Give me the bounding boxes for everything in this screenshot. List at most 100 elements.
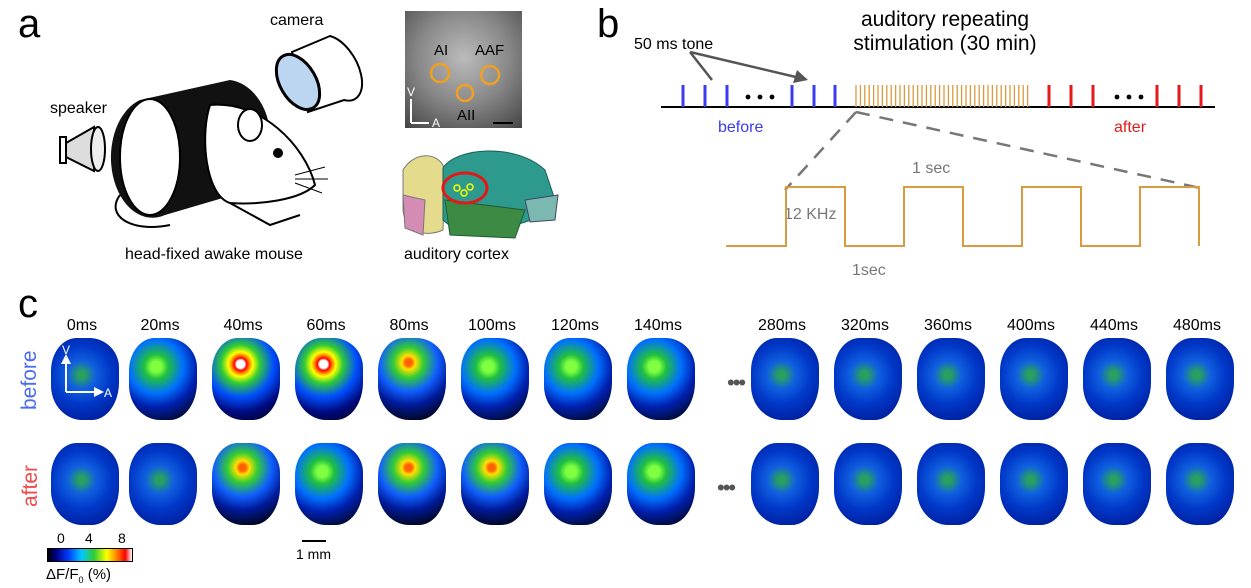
tone-pointer-arrow [689,51,713,81]
on-duration-label: 1 sec [912,160,951,177]
time-label: 100ms [467,317,517,334]
response-map-before [1166,338,1234,420]
response-map-after [751,443,819,525]
arrowhead [793,70,808,83]
camera-icon [274,34,363,114]
response-map-before [544,338,612,420]
response-map-after [129,443,197,525]
response-map-after [1083,443,1151,525]
panel-letter-b: b [597,2,620,46]
colorbar-ticks: 0 4 8 [48,530,132,546]
stim-label-line2: stimulation (30 min) [853,32,1037,55]
time-label: 480ms [1172,317,1222,334]
colorbar-tick-0: 0 [57,530,65,546]
response-map-after [917,443,985,525]
cortex-label: auditory cortex [404,246,509,263]
response-map-after [51,443,119,525]
time-label: 320ms [840,317,890,334]
response-map-after [212,443,280,525]
photo-axis-v: V [407,85,416,99]
response-map-before [51,338,119,420]
region-label-ai: AI [434,42,449,59]
response-map-before [751,338,819,420]
response-map-before [1000,338,1068,420]
time-label: 140ms [633,317,683,334]
colorbar-title: ΔF/F0 (%) [46,566,111,585]
ellipsis-dot [745,94,751,100]
row-label-after: after [19,464,42,507]
scalebar-label: 1 mm [296,546,331,562]
response-map-after [461,443,529,525]
colorbar-title-main: ΔF/F [46,566,79,583]
response-map-after [834,443,902,525]
colorbar-unit: (%) [87,566,112,583]
ellipsis-before: ••• [727,370,746,395]
tone-label: 50 ms tone [634,36,714,53]
time-label: 80ms [389,317,429,334]
stim-label-line1: auditory repeating [860,8,1030,31]
photo-axis-a: A [432,116,441,130]
zoom-dash-left [784,111,857,191]
response-map-after [295,443,363,525]
region-label-aii: AII [457,107,476,124]
time-label: 20ms [140,317,180,334]
colorbar-tick-8: 8 [118,530,126,546]
after-label: after [1114,119,1147,136]
orientation-arrows [61,354,104,397]
time-label: 280ms [757,317,807,334]
time-label: 0ms [66,317,98,334]
cortex-photo [405,11,522,128]
panel-letter-c: c [18,282,38,326]
speaker-icon [59,125,106,173]
ellipsis-after: ••• [717,475,736,500]
response-map-after [627,443,695,525]
mouse-illustration [110,80,328,228]
ellipsis-dot [1126,94,1132,100]
speaker-label: speaker [50,100,107,117]
ellipsis-dot [1138,94,1144,100]
response-map-before [1083,338,1151,420]
region-markers [410,62,513,124]
zoom-dash-right [855,110,1201,190]
response-map-after [378,443,446,525]
tile-axis-a: A [104,386,113,400]
time-label: 60ms [306,317,346,334]
response-map-before [627,338,695,420]
response-map-after [544,443,612,525]
camera-label: camera [270,12,324,29]
time-label: 120ms [550,317,600,334]
time-label: 440ms [1089,317,1139,334]
response-map-before [834,338,902,420]
region-label-aaf: AAF [475,42,505,59]
tile-axis-v: V [62,343,71,357]
stim-label: auditory repeating stimulation (30 min) [840,8,1050,56]
colorbar-title-sub: 0 [78,575,84,585]
colorbar [47,548,133,562]
time-label: 400ms [1006,317,1056,334]
panel-letter-a: a [18,2,41,46]
before-label: before [718,119,764,136]
response-map-before [378,338,446,420]
square-wave [726,186,1200,247]
response-map-before [917,338,985,420]
frequency-label: 12 KHz [784,206,837,223]
response-map-before [129,338,197,420]
response-map-after [1166,443,1234,525]
brain-3d-illustration [402,150,559,239]
tone-pointer-arrow [689,50,801,80]
stimulus-timeline [661,50,1215,247]
time-label: 360ms [923,317,973,334]
response-map-before [212,338,280,420]
mouse-label: head-fixed awake mouse [125,246,303,263]
row-label-before: before [18,350,41,410]
scalebar [302,540,326,542]
ellipsis-dot [769,94,775,100]
off-duration-label: 1sec [852,262,886,279]
time-label: 40ms [223,317,263,334]
ellipsis-dot [757,94,763,100]
colorbar-tick-4: 4 [85,530,93,546]
ellipsis-dot [1114,94,1120,100]
response-map-after [1000,443,1068,525]
response-map-before [295,338,363,420]
response-map-before [461,338,529,420]
